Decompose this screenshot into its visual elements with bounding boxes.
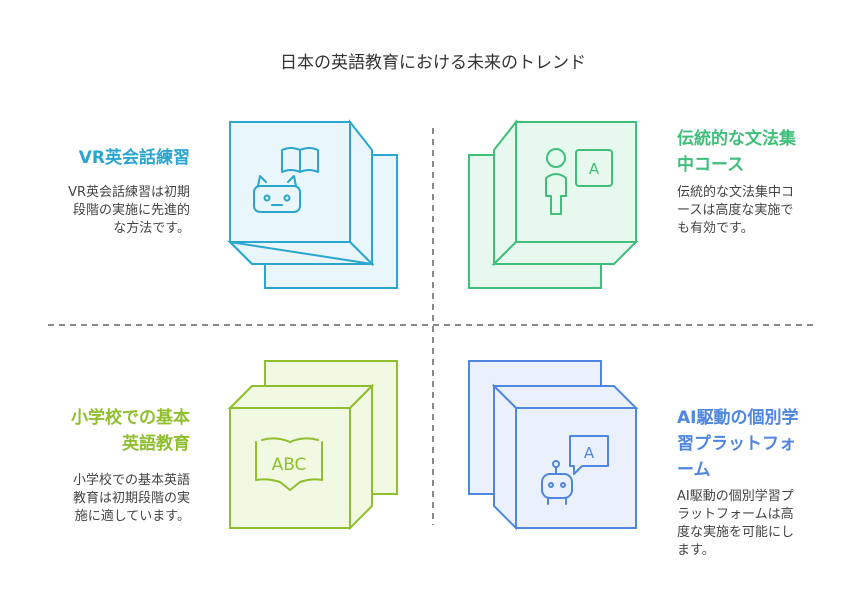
title-line: 中コース: [677, 155, 745, 175]
title-line: 伝統的な文法集: [677, 129, 796, 149]
quadrant-description-vr: VR英会話練習は初期段階の実施に先進的な方法です。: [20, 184, 190, 238]
description-line: な方法です。: [113, 221, 190, 236]
description-line: 小学校での基本英語: [72, 473, 190, 488]
title-line: 小学校での基本: [71, 408, 190, 428]
chat-letter: A: [584, 444, 595, 462]
title-line: 習プラットフォ: [677, 434, 796, 454]
abc-letters: ABC: [272, 455, 307, 475]
title-line: VR英会話練習: [78, 148, 190, 168]
description-line: ます。: [677, 543, 715, 558]
description-line: 施に適しています。: [74, 509, 190, 524]
description-line: ラットフォームは高: [677, 507, 794, 522]
quadrant-elementary-english: ABC: [227, 360, 398, 531]
page-title: 日本の英語教育における未来のトレンド: [280, 53, 586, 73]
quadrant-grammar-course: A: [468, 119, 639, 289]
teacher-board-icon: A: [545, 148, 613, 215]
abc-book-icon: ABC: [255, 437, 323, 491]
quadrant-description-elementary: 小学校での基本英語教育は初期段階の実施に適しています。: [20, 472, 190, 526]
ai-robot-chat-icon: A: [541, 435, 609, 505]
quadrant-title-vr: VR英会話練習: [20, 145, 190, 171]
quadrant-description-ai: AI駆動の個別学習プラットフォームは高度な実施を可能にします。: [677, 488, 847, 560]
title-line: AI駆動の個別学: [677, 408, 799, 428]
description-line: VR英会話練習は初期: [68, 185, 190, 200]
quadrant-ai-platform: A: [468, 360, 639, 531]
description-line: 段階の実施に先進的: [72, 203, 190, 218]
vr-robot-book-icon: [253, 147, 319, 213]
quadrant-description-grammar: 伝統的な文法集中コースは高度な実施でも有効です。: [677, 184, 847, 238]
description-line: 教育は初期段階の実: [72, 491, 190, 506]
title-line: 英語教育: [122, 434, 190, 454]
quadrant-title-ai: AI駆動の個別学習プラットフォーム: [677, 405, 847, 483]
description-line: も有効です。: [677, 221, 754, 236]
board-letter: A: [589, 160, 600, 178]
title-line: ーム: [677, 460, 711, 480]
quadrant-title-grammar: 伝統的な文法集中コース: [677, 126, 847, 178]
description-line: AI駆動の個別学習プ: [677, 489, 794, 504]
description-line: 度な実施を可能にし: [677, 525, 795, 540]
description-line: 伝統的な文法集中コ: [677, 185, 795, 200]
quadrant-title-elementary: 小学校での基本英語教育: [20, 405, 190, 457]
description-line: ースは高度な実施で: [677, 203, 794, 218]
quadrant-vr-practice: [227, 119, 398, 289]
